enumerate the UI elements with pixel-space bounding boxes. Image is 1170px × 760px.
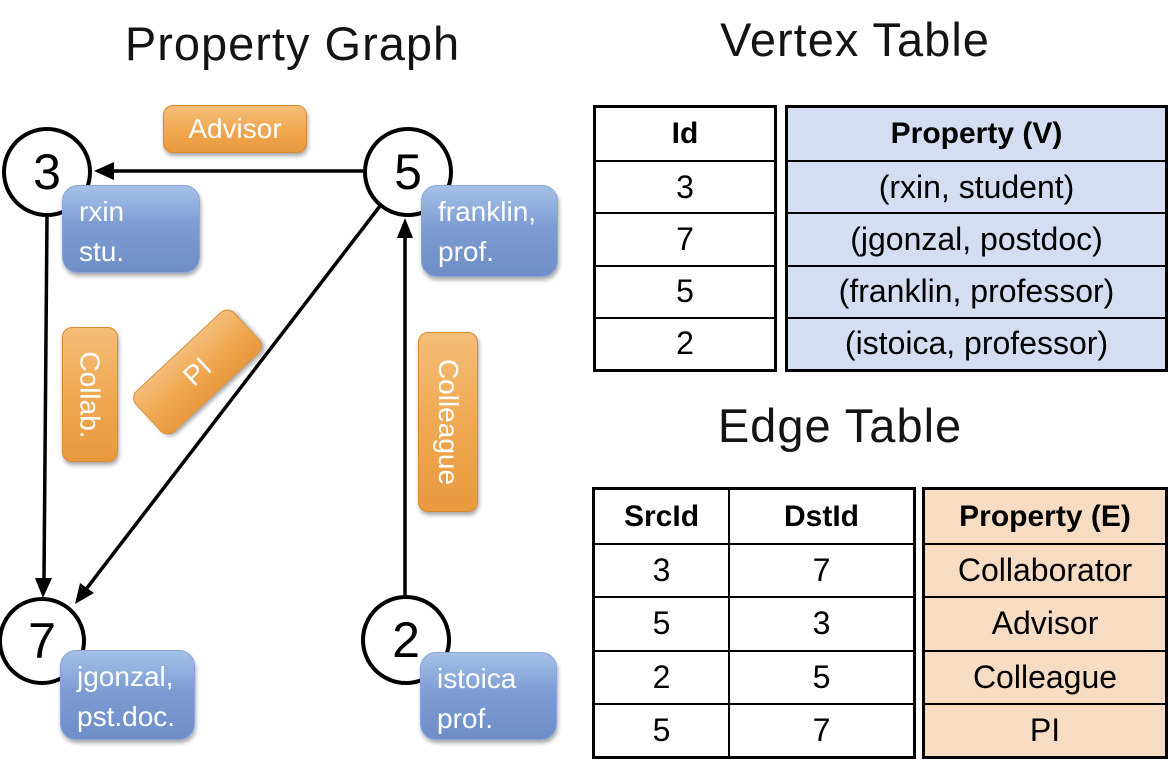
- edge-table-dst-cell: 7: [728, 543, 913, 597]
- graph-node-2: 2: [361, 595, 451, 685]
- edge-table-src-header: SrcId: [623, 499, 700, 533]
- vertex-table-property-cell: (jgonzal, postdoc): [788, 212, 1165, 264]
- vertex-property-box-5: franklin, prof.: [421, 185, 558, 277]
- vertex-table-property-header: Property (V): [890, 117, 1063, 151]
- vertex-property-box-5-line1: franklin,: [438, 196, 537, 227]
- edge-label-colleague-text: Colleague: [433, 358, 465, 486]
- vertex-property-box-3-line1: rxin: [79, 196, 125, 227]
- vertex-property-box-7: jgonzal, pst.doc.: [60, 650, 195, 740]
- edge-table-property-cell: PI: [925, 702, 1165, 756]
- edge-label-collab: Collab.: [62, 327, 118, 462]
- node-2-label: 2: [392, 612, 420, 668]
- vertex-table-property-cell: (franklin, professor): [788, 264, 1165, 317]
- edge-table-property-cell: Collaborator: [925, 543, 1165, 596]
- edge-table-dst-cell: 5: [728, 649, 913, 703]
- edge-table-property-cell: Colleague: [925, 649, 1165, 703]
- edge-label-collab-text: Collab.: [75, 350, 107, 439]
- edge-table-src-cell: 3: [595, 543, 728, 596]
- edge-5-to-7-arrow: [75, 204, 382, 604]
- edge-table-dst-header: DstId: [728, 490, 913, 544]
- node-5-label: 5: [394, 144, 422, 200]
- edge-label-advisor-text: Advisor: [188, 113, 282, 144]
- vertex-property-box-3: rxin stu.: [62, 185, 200, 273]
- vertex-property-box-2-line2: prof.: [437, 702, 494, 734]
- vertex-table-id-cell: 3: [596, 160, 774, 212]
- edge-2-to-5-arrow: [397, 218, 413, 595]
- vertex-property-box-2: istoica prof.: [420, 652, 557, 740]
- edge-table-src-cell: 5: [595, 702, 728, 756]
- property-graph-title: Property Graph: [124, 17, 461, 70]
- vertex-property-box-5-line2: prof.: [438, 235, 495, 267]
- edge-label-advisor: Advisor: [163, 105, 307, 153]
- edge-label-colleague: Colleague: [418, 332, 478, 512]
- vertex-table-id-header: Id: [671, 117, 699, 151]
- vertex-table-title: Vertex Table: [720, 13, 990, 66]
- node-3-label: 3: [33, 144, 61, 200]
- vertex-property-box-3-line2: stu.: [79, 235, 125, 267]
- graph-edges-layer: [35, 162, 413, 604]
- vertex-table-property-cell: (istoica, professor): [788, 316, 1165, 369]
- edge-5-to-3-arrow: [94, 162, 363, 180]
- vertex-property-box-7-line2: pst.doc.: [77, 700, 176, 732]
- vertex-property-box-7-line1: jgonzal,: [77, 661, 174, 692]
- vertex-table-id-column: Id 3 7 5 2: [593, 105, 777, 372]
- edge-table-dst-cell: 3: [728, 596, 913, 650]
- vertex-table-id-cell: 7: [596, 212, 774, 264]
- node-7-label: 7: [28, 613, 56, 669]
- edge-table-title: Edge Table: [717, 399, 963, 452]
- edge-table-property-header: Property (E): [959, 499, 1131, 533]
- edge-3-to-7-arrow: [35, 216, 52, 598]
- vertex-table-id-cell: 2: [596, 316, 774, 369]
- edge-table-src-cell: 2: [595, 649, 728, 703]
- edge-table-property-column: Property (E) Collaborator Advisor Collea…: [922, 487, 1168, 759]
- vertex-table-id-cell: 5: [596, 264, 774, 317]
- edge-label-pi-text: PI: [176, 351, 218, 392]
- edge-table-dst-cell: 7: [728, 702, 913, 756]
- edge-table-id-columns: SrcId DstId 3 7 5 3 2 5 5 7: [592, 487, 916, 759]
- edge-table-property-cell: Advisor: [925, 596, 1165, 649]
- edge-table-src-cell: 5: [595, 596, 728, 649]
- vertex-table-property-cell: (rxin, student): [788, 160, 1165, 212]
- vertex-property-box-2-line1: istoica: [437, 663, 517, 694]
- vertex-table-property-column: Property (V) (rxin, student) (jgonzal, p…: [785, 105, 1168, 372]
